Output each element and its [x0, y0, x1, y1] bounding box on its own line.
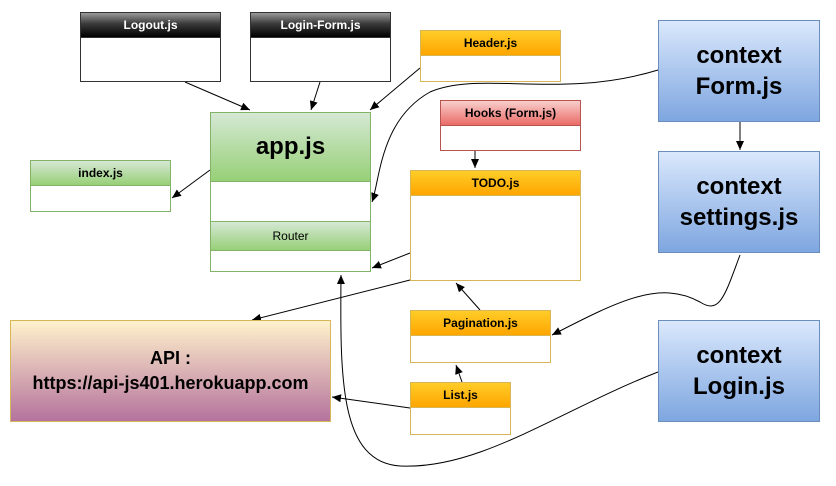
header-node[interactable]: Header.js [420, 30, 561, 82]
context-settings-line1: context [696, 173, 782, 200]
pagination-node[interactable]: Pagination.js [410, 310, 551, 363]
login-form-node[interactable]: Login-Form.js [250, 12, 391, 82]
edge-todo-to-api [251, 279, 411, 322]
edge-header-to-app [369, 67, 421, 111]
todo-node[interactable]: TODO.js [410, 170, 581, 281]
hooks-node[interactable]: Hooks (Form.js) [440, 100, 581, 151]
pagination-title: Pagination.js [411, 311, 550, 336]
router-section[interactable]: Router [211, 221, 370, 251]
context-form-line2: Form.js [695, 73, 783, 100]
hooks-title: Hooks (Form.js) [441, 101, 580, 126]
list-title: List.js [411, 383, 510, 408]
todo-title: TODO.js [411, 171, 580, 196]
context-settings-node[interactable]: context settings.js [658, 151, 820, 253]
api-url: https://api-js401.herokuapp.com [32, 373, 309, 393]
edge-login-form-to-app [309, 81, 321, 111]
header-title: Header.js [421, 31, 560, 56]
edge-todo-to-router [371, 252, 411, 269]
edge-context-login-to-router [336, 274, 659, 467]
edge-context-settings-to-pagination [551, 254, 741, 336]
logout-title: Logout.js [81, 13, 220, 38]
logout-node[interactable]: Logout.js [80, 12, 221, 82]
api-label: API : [149, 348, 191, 368]
edge-app-to-index [171, 169, 211, 199]
login-form-title: Login-Form.js [251, 13, 390, 38]
context-settings-line2: settings.js [679, 204, 799, 231]
app-node[interactable]: app.js Router [210, 112, 371, 272]
list-node[interactable]: List.js [410, 382, 511, 435]
edge-logout-to-app [184, 81, 251, 111]
app-title: app.js [211, 113, 370, 182]
context-login-node[interactable]: context Login.js [658, 320, 820, 422]
api-node[interactable]: API : https://api-js401.herokuapp.com [10, 320, 331, 422]
context-login-line2: Login.js [693, 373, 785, 400]
context-form-line1: context [696, 42, 782, 69]
edge-list-to-api [331, 394, 411, 409]
edge-context-form-to-app [371, 69, 659, 203]
index-title: index.js [31, 161, 170, 186]
context-login-line1: context [696, 342, 782, 369]
edge-pagination-to-todo [455, 282, 481, 311]
context-form-node[interactable]: context Form.js [658, 20, 820, 122]
index-node[interactable]: index.js [30, 160, 171, 212]
edge-list-to-pagination [455, 364, 463, 383]
